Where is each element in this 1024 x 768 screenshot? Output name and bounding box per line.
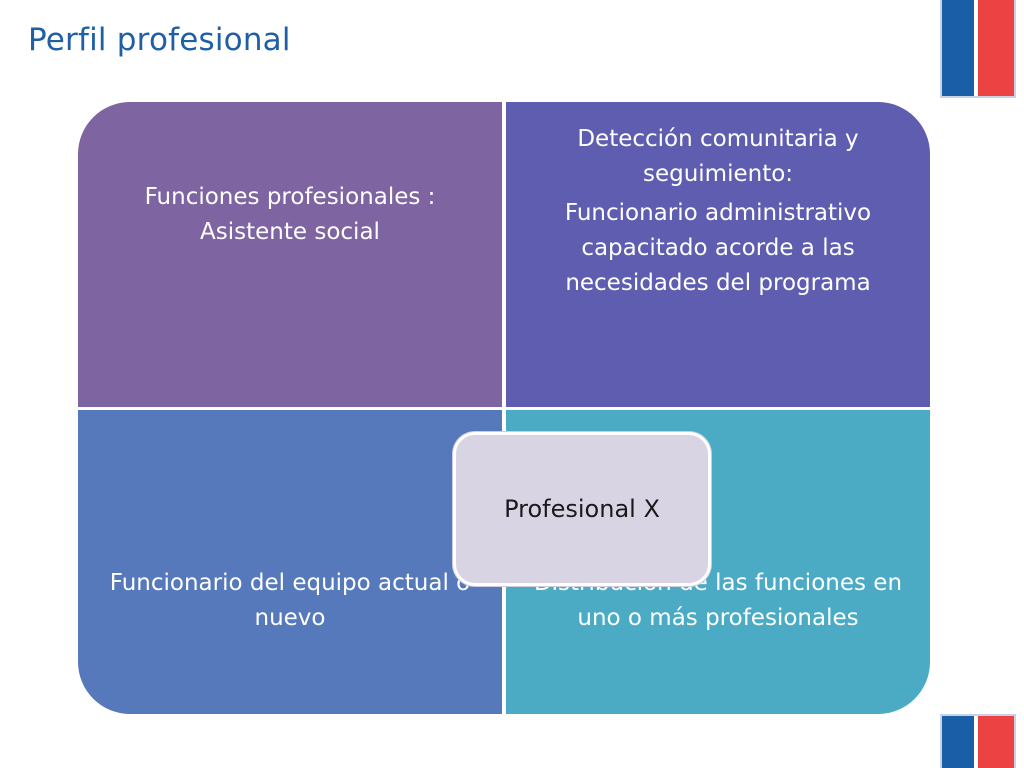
chile-flag-decoration-bottom	[942, 716, 1014, 768]
chile-flag-decoration-top	[942, 0, 1014, 96]
quadrant-bottom-left: Funcionario del equipo actual o nuevo	[78, 410, 502, 714]
quadrant-top-right-heading: Detección comunitaria y seguimiento:	[577, 126, 859, 187]
quadrant-diagram: Funciones profesionales : Asistente soci…	[78, 102, 930, 714]
quadrant-bottom-left-text: Funcionario del equipo actual o nuevo	[109, 570, 471, 631]
quadrant-top-right: Detección comunitaria y seguimiento: Fun…	[506, 102, 930, 407]
quadrant-top-left-text: Funciones profesionales : Asistente soci…	[144, 184, 436, 245]
center-node: Profesional X	[453, 432, 711, 586]
quadrant-top-left: Funciones profesionales : Asistente soci…	[78, 102, 502, 407]
slide-title: Perfil profesional	[28, 22, 291, 58]
quadrant-top-right-text: Funcionario administrativo capacitado ac…	[564, 200, 872, 296]
